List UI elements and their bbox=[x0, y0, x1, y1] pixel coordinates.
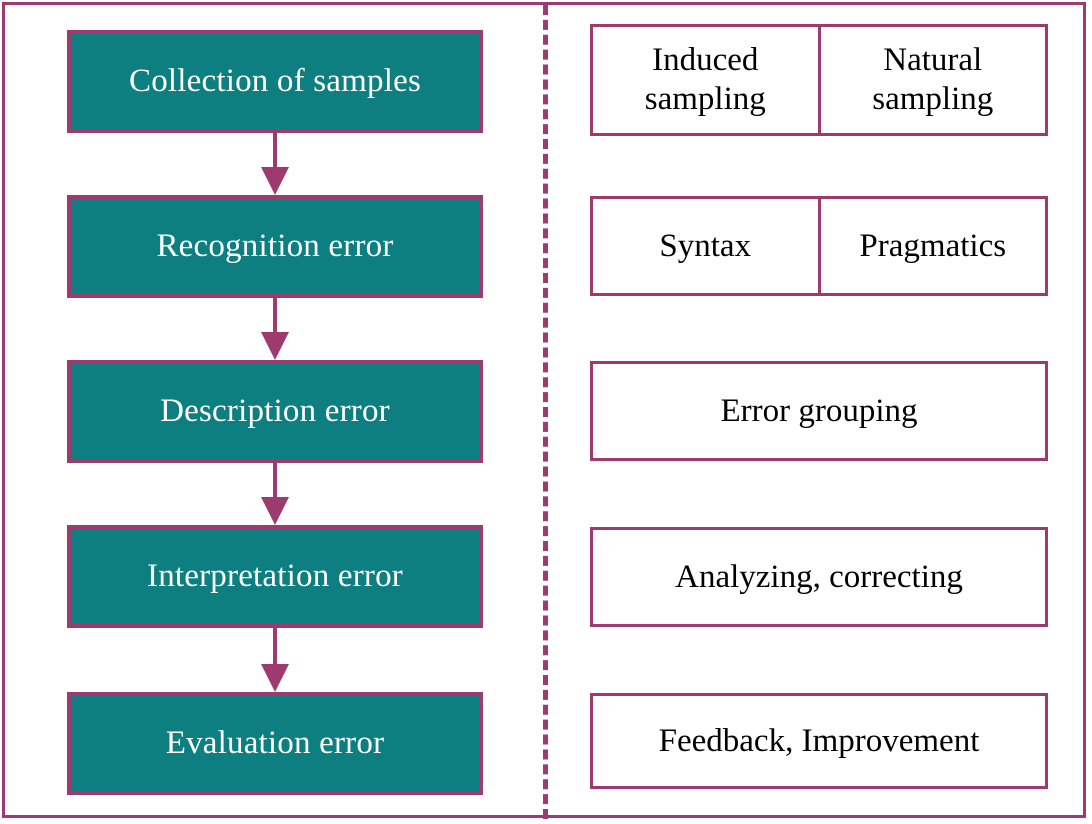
detail-row-recognition: Syntax Pragmatics bbox=[590, 196, 1048, 296]
process-step-recognition-error[interactable]: Recognition error bbox=[67, 195, 483, 298]
arrow-stem bbox=[273, 628, 277, 666]
process-step-label: Description error bbox=[160, 393, 390, 430]
detail-cell-label: Analyzing, correcting bbox=[675, 558, 963, 595]
process-step-label: Recognition error bbox=[156, 228, 394, 265]
process-step-interpretation-error[interactable]: Interpretation error bbox=[67, 525, 483, 628]
detail-cell-label: Error grouping bbox=[720, 392, 918, 429]
detail-cell-feedback-improvement[interactable]: Feedback, Improvement bbox=[593, 696, 1045, 786]
process-step-evaluation-error[interactable]: Evaluation error bbox=[67, 692, 483, 795]
detail-row-description: Error grouping bbox=[590, 361, 1048, 461]
arrow-head bbox=[261, 167, 289, 195]
arrow-stem bbox=[273, 298, 277, 334]
arrow-head bbox=[261, 664, 289, 692]
arrow-stem bbox=[273, 463, 277, 499]
detail-cell-label: Feedback, Improvement bbox=[658, 722, 980, 759]
process-step-label: Interpretation error bbox=[147, 558, 403, 595]
process-step-label: Collection of samples bbox=[129, 63, 421, 100]
flow-arrow-2-icon bbox=[261, 298, 289, 360]
dashed-column-divider bbox=[543, 5, 548, 819]
detail-row-evaluation: Feedback, Improvement bbox=[590, 693, 1048, 789]
process-step-label: Evaluation error bbox=[165, 725, 385, 762]
detail-cell-label: Syntax bbox=[659, 227, 752, 264]
process-step-description-error[interactable]: Description error bbox=[67, 360, 483, 463]
arrow-head bbox=[261, 497, 289, 525]
detail-cell-pragmatics[interactable]: Pragmatics bbox=[817, 199, 1046, 293]
flow-arrow-4-icon bbox=[261, 628, 289, 692]
flow-arrow-3-icon bbox=[261, 463, 289, 525]
detail-cell-label: Pragmatics bbox=[859, 227, 1007, 264]
process-flow-column: Collection of samples Recognition error … bbox=[67, 0, 483, 824]
process-step-collection-of-samples[interactable]: Collection of samples bbox=[67, 30, 483, 133]
detail-cell-syntax[interactable]: Syntax bbox=[593, 199, 818, 293]
detail-cell-error-grouping[interactable]: Error grouping bbox=[593, 364, 1045, 458]
arrow-head bbox=[261, 332, 289, 360]
flow-arrow-1-icon bbox=[261, 133, 289, 195]
detail-row-interpretation: Analyzing, correcting bbox=[590, 527, 1048, 627]
detail-cell-analyzing-correcting[interactable]: Analyzing, correcting bbox=[593, 530, 1045, 624]
arrow-stem bbox=[273, 133, 277, 169]
